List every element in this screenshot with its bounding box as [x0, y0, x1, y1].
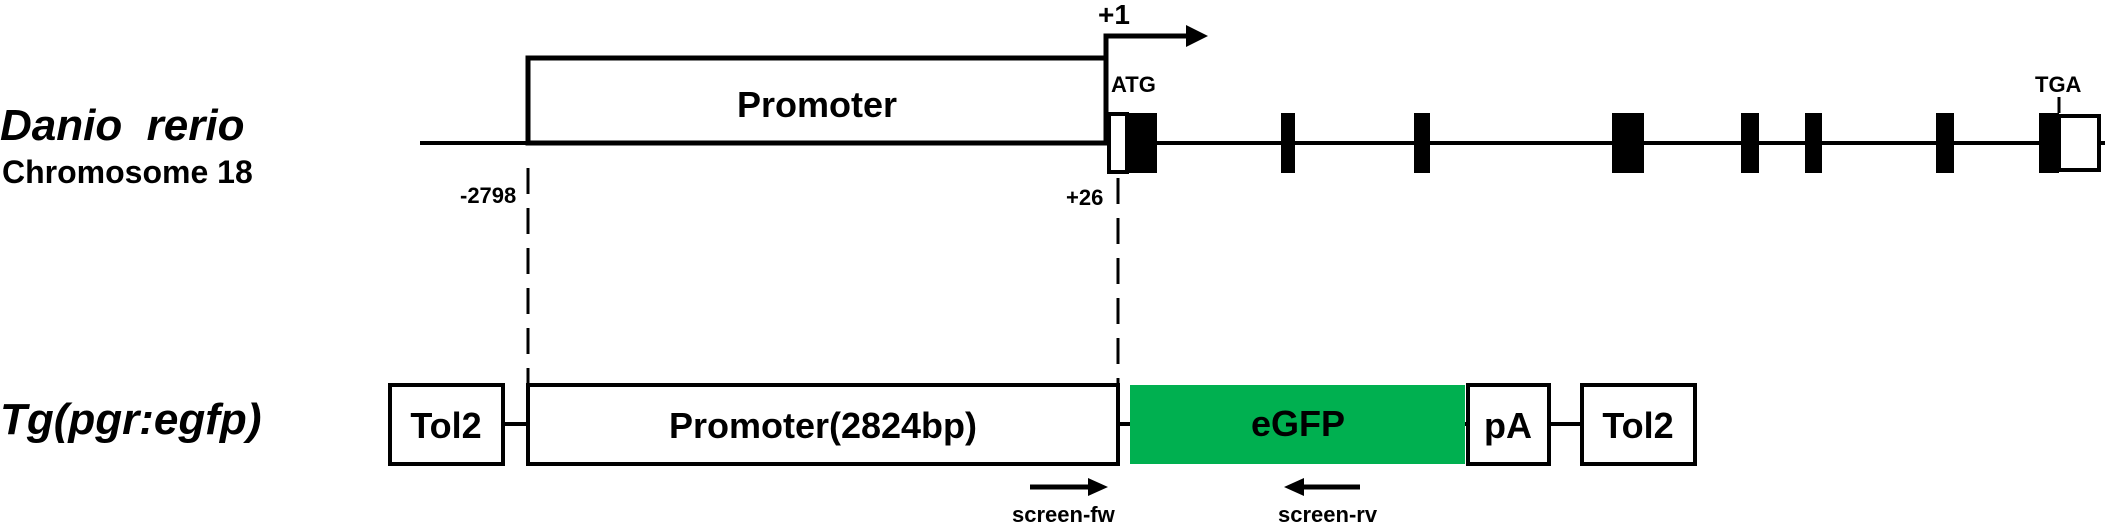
tol2-left-box	[388, 383, 505, 466]
position-end-label: +26	[1066, 185, 1103, 210]
utr-5prime	[1107, 112, 1129, 174]
tol2-left-label: Tol2	[410, 405, 481, 446]
chromosome-label: Chromosome 18	[2, 154, 253, 190]
tol2-right-box	[1580, 383, 1697, 466]
forward-primer-arrowhead	[1088, 478, 1108, 496]
tss-label: +1	[1098, 0, 1130, 30]
promoter-box-label: Promoter(2824bp)	[669, 405, 977, 446]
species-label: Danio rerio	[0, 101, 245, 150]
start-codon-label: ATG	[1111, 72, 1156, 97]
stop-codon-label: TGA	[2035, 72, 2082, 97]
tss-arrow	[1103, 33, 1190, 58]
promoter-box	[526, 383, 1120, 466]
exon-8	[2039, 113, 2059, 173]
exon-7	[1936, 113, 1954, 173]
reverse-primer-label: screen-rv	[1278, 502, 1378, 527]
exon-1	[1127, 113, 1157, 173]
polya-box	[1466, 383, 1551, 466]
exon-5	[1741, 113, 1759, 173]
position-start-label: -2798	[460, 183, 516, 208]
egfp-label: eGFP	[1251, 403, 1345, 444]
exon-4	[1612, 113, 1644, 173]
promoter-region-label: Promoter	[737, 84, 897, 125]
exon-3	[1414, 113, 1430, 173]
forward-primer-label: screen-fw	[1012, 502, 1116, 527]
tss-arrowhead	[1186, 25, 1208, 47]
construct-name: Tg(pgr:egfp)	[0, 395, 261, 444]
tol2-right-label: Tol2	[1602, 405, 1673, 446]
exon-6	[1805, 113, 1822, 173]
egfp-box	[1130, 385, 1465, 464]
polya-label: pA	[1484, 405, 1532, 446]
utr-3prime	[2057, 114, 2101, 172]
promoter-region	[525, 55, 1109, 146]
reverse-primer-arrowhead	[1284, 478, 1304, 496]
exon-2	[1281, 113, 1295, 173]
